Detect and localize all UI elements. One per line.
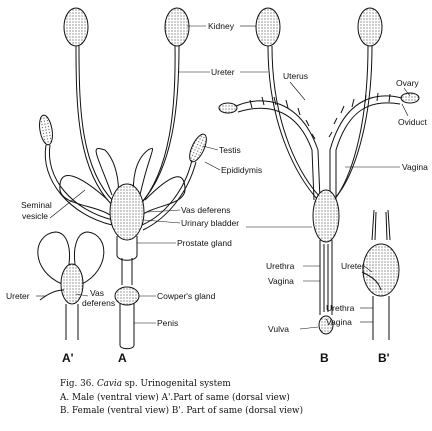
ureter-right-a — [139, 45, 176, 206]
label-urinary-bladder: Urinary bladder — [181, 218, 239, 228]
panel-letters: A' A B B' — [62, 351, 390, 365]
prostate-a — [116, 236, 138, 261]
figure-caption-title: Fig. 36. Cavia sp. Urinogenital system — [60, 378, 420, 390]
label-penis: Penis — [157, 318, 178, 328]
label-ovary: Ovary — [396, 78, 419, 88]
seminal-vesicle-left-aprime — [37, 231, 70, 285]
label-vas-aprime-2: deferens — [82, 298, 115, 308]
label-vagina-b: Vagina — [402, 162, 428, 172]
panel-letter-a: A — [118, 351, 127, 365]
label-oviduct: Oviduct — [398, 117, 427, 127]
kidney-right-b — [357, 7, 383, 47]
seminal-vesicle-right-a — [141, 176, 186, 216]
labels: Kidney Ureter Uterus Ovary Oviduct Vagin… — [6, 21, 428, 334]
ureter-left-a — [75, 45, 113, 206]
panel-letter-a-prime: A' — [62, 351, 74, 365]
label-vagina-b2: Vagina — [268, 276, 294, 286]
ureter-aprime — [39, 289, 65, 301]
female-part-b-prime — [361, 209, 400, 340]
vagina-b — [312, 189, 340, 243]
cowpers-gland-a — [114, 286, 140, 306]
panel-letter-b: B — [320, 351, 329, 365]
label-kidney: Kidney — [208, 21, 235, 31]
vas-deferens-right-a — [141, 159, 193, 226]
seminal-vesicle-right-aprime — [74, 231, 105, 285]
ureter-right-b — [333, 45, 369, 201]
figure-caption-line2: B. Female (ventral view) B'. Part of sam… — [60, 406, 304, 416]
label-prostate: Prostate gland — [177, 238, 232, 248]
label-uterus: Uterus — [283, 71, 308, 81]
leader-lines — [36, 25, 411, 330]
male-system-a — [39, 7, 207, 350]
urethra-b — [319, 240, 333, 315]
label-epididymis: Epididymis — [221, 165, 262, 175]
seminal-vesicle-left-a — [59, 175, 111, 216]
kidney-left-a — [63, 7, 89, 47]
label-ureter-top: Ureter — [211, 67, 235, 77]
bladder-bprime — [362, 243, 400, 297]
panel-letter-b-prime: B' — [378, 351, 390, 365]
penis-a — [119, 303, 135, 350]
vas-deferens-left-a — [44, 144, 113, 226]
female-system-b — [218, 7, 420, 335]
label-seminal-1: Seminal — [21, 200, 52, 210]
male-part-a-prime — [37, 231, 105, 340]
label-vas-aprime-1: Vas — [90, 288, 104, 298]
testis-left-a — [39, 114, 53, 146]
label-vas-deferens: Vas deferens — [181, 205, 230, 215]
ovary-right-b — [400, 92, 420, 104]
ureter-left-b — [267, 45, 319, 201]
label-urethra-bprime: Urethra — [326, 303, 355, 313]
label-testis: Testis — [219, 145, 241, 155]
label-ureter-bprime: Ureter — [341, 261, 365, 271]
bladder-aprime — [60, 263, 84, 305]
label-cowpers: Cowper's gland — [157, 291, 216, 301]
uterine-horn-left-b — [235, 100, 321, 201]
caption-rest: sp. Urinogenital system — [121, 379, 231, 389]
kidney-left-b — [255, 7, 281, 47]
label-vagina-bprime: Vagina — [326, 317, 352, 327]
caption-genus: Cavia — [96, 379, 122, 389]
figure-caption-line1: A. Male (ventral view) A'.Part of same (… — [60, 393, 290, 403]
ovary-left-b — [218, 102, 238, 114]
label-seminal-2: vesicle — [22, 211, 48, 221]
vulva-b — [318, 315, 334, 335]
label-ureter-aprime: Ureter — [6, 291, 30, 301]
uterine-horn-right-b — [329, 95, 403, 200]
label-urethra-b: Urethra — [266, 261, 295, 271]
kidney-right-a — [164, 7, 190, 47]
caption-fig-number: Fig. 36. — [60, 379, 95, 389]
testis-right-a — [189, 133, 207, 163]
urinary-bladder-a — [109, 183, 145, 241]
label-vulva: Vulva — [268, 324, 289, 334]
ureter-bprime — [361, 271, 382, 291]
